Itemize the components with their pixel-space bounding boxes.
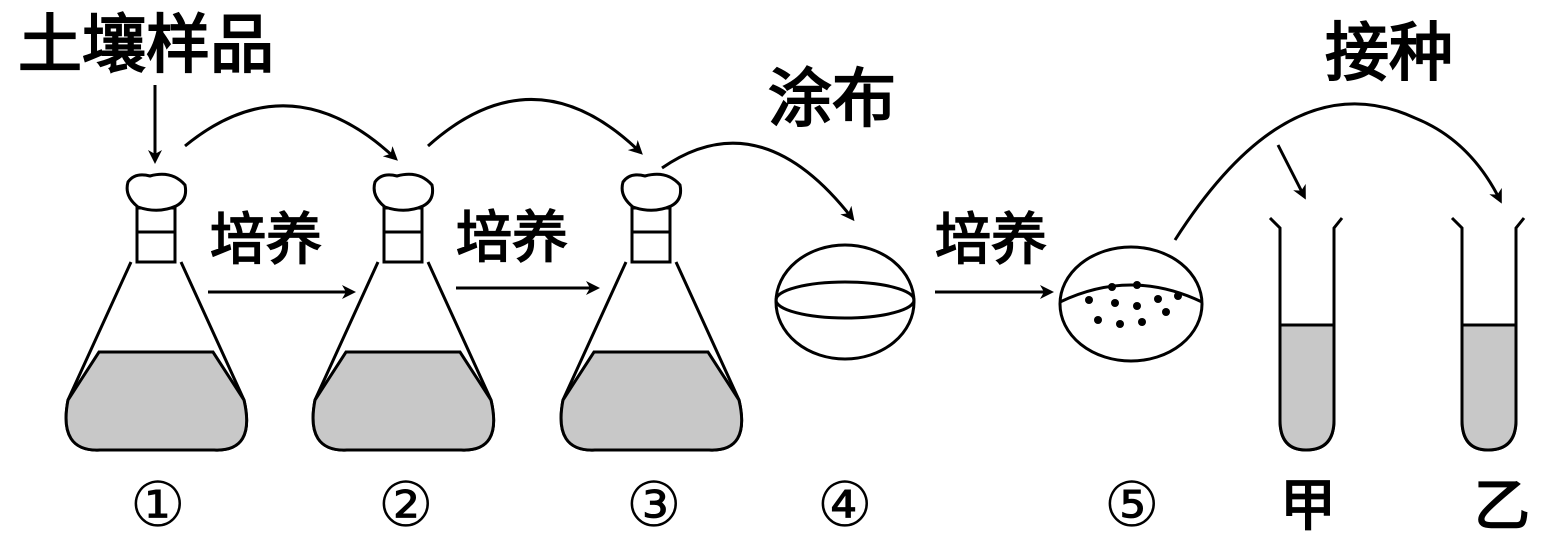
flask-icon: [64, 172, 249, 452]
label-culture-2: 培养: [456, 205, 568, 271]
curved-arrow-icon: [426, 97, 643, 155]
stage-label-2: ②: [378, 468, 434, 541]
flask-icon: [559, 172, 744, 452]
curved-arrow-icon: [1173, 102, 1502, 241]
curved-arrow-icon: [661, 141, 855, 222]
label-inoculate: 接种: [1325, 16, 1453, 91]
colonies: [1085, 281, 1182, 328]
test-tube-icon: [1450, 216, 1526, 452]
stage-label-3: ③: [626, 468, 682, 541]
flask-icon: [311, 172, 496, 452]
label-culture-3: 培养: [935, 207, 1047, 273]
petri-dish-icon: [774, 243, 916, 361]
stage-label-4: ④: [817, 468, 873, 541]
stage-label-1: ①: [130, 468, 186, 541]
tube-label-jia: 甲: [1280, 473, 1336, 539]
petri-dish-icon: [1058, 245, 1204, 363]
curved-arrow-icon: [184, 104, 398, 161]
label-culture-1: 培养: [210, 207, 322, 273]
test-tube-icon: [1268, 216, 1344, 452]
arrow-icon: [1276, 144, 1306, 200]
tube-label-yi: 乙: [1474, 473, 1530, 539]
label-soil-sample: 土壤样品: [18, 8, 274, 83]
label-spread: 涂布: [768, 62, 896, 137]
stage-label-5: ⑤: [1104, 468, 1160, 541]
